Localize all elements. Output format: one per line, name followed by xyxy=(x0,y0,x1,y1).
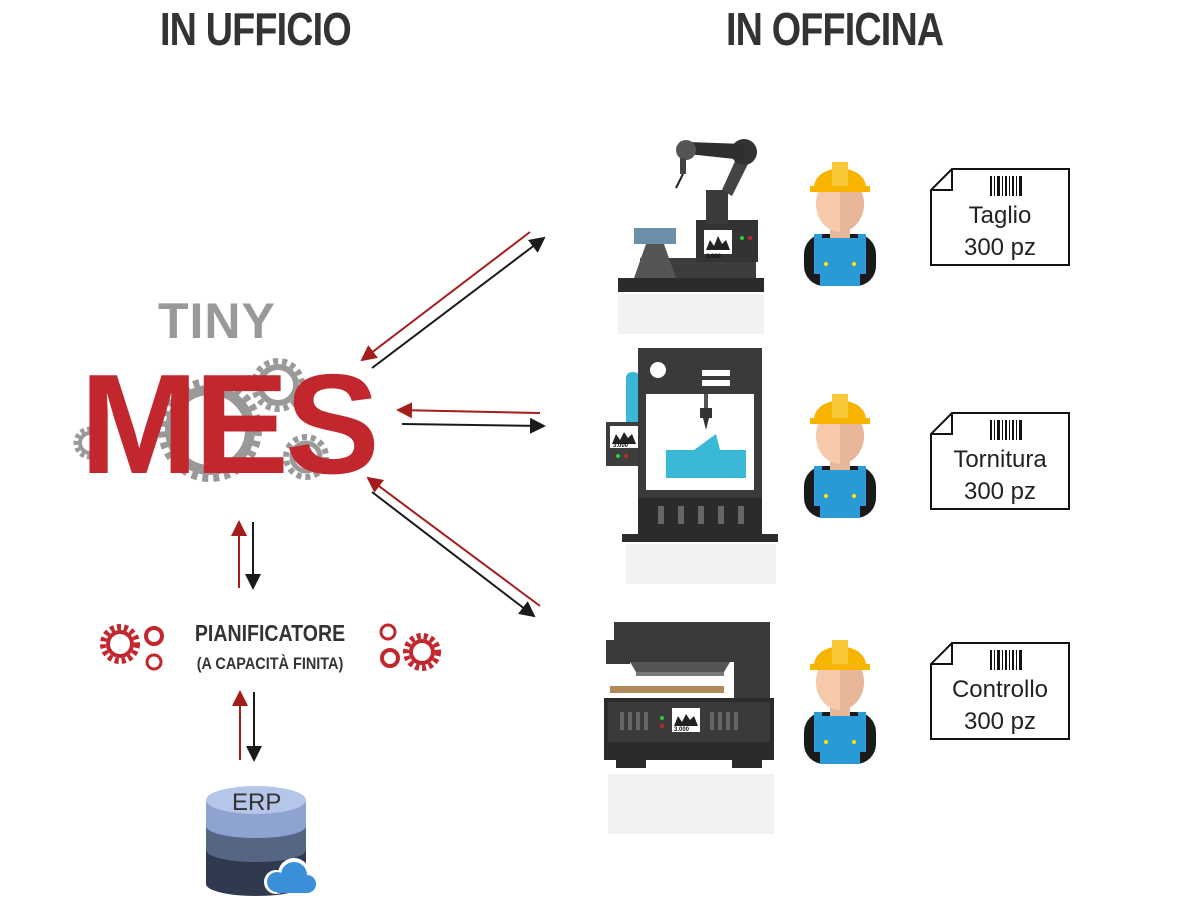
office-heading: IN UFFICIO xyxy=(160,3,352,55)
machine-screen-value: 3.000 xyxy=(674,727,690,733)
workshop-heading: IN OFFICINA xyxy=(726,3,944,55)
quantity-label: 300 pz xyxy=(963,478,1037,505)
operation-label: Taglio xyxy=(968,202,1032,229)
gear-icon xyxy=(73,426,107,460)
arrow-to-printer xyxy=(401,417,546,434)
barcode-icon xyxy=(990,420,1022,440)
cloud-icon xyxy=(264,858,319,895)
arrow-from-robot xyxy=(360,231,531,362)
station-row: 3.000 xyxy=(610,130,780,355)
worker-icon xyxy=(804,394,876,518)
press-machine-icon: 3.000 xyxy=(604,622,774,834)
planner-title: PIANIFICATORE xyxy=(194,620,346,646)
planner-gears-right xyxy=(379,623,441,671)
quantity-label: 300 pz xyxy=(963,234,1037,261)
gear-icon xyxy=(100,624,164,671)
worker-icon xyxy=(804,162,876,286)
arrow-from-press xyxy=(366,476,541,607)
erp-database-icon xyxy=(206,786,319,896)
gear-icon xyxy=(158,378,262,482)
operation-label: Tornitura xyxy=(953,446,1047,473)
machine-screen-value: 3.000 xyxy=(706,254,722,260)
arrow-to-press xyxy=(371,491,536,618)
arrow-to-robot xyxy=(371,236,546,369)
machine-screen-value: 3.000 xyxy=(613,443,629,449)
work-order-ticket: Tornitura 300 pz xyxy=(930,412,1070,510)
station-row: 3.000 xyxy=(600,618,780,853)
robotic-arm-icon: 3.000 xyxy=(618,139,764,334)
planner-subtitle: (A CAPACITÀ FINITA) xyxy=(196,654,344,673)
quantity-label: 300 pz xyxy=(963,708,1037,735)
arrow-from-printer xyxy=(396,402,541,419)
barcode-icon xyxy=(990,176,1022,196)
barcode-icon xyxy=(990,650,1022,670)
work-order-ticket: Controllo 300 pz xyxy=(930,642,1070,740)
worker-icon xyxy=(804,640,876,764)
work-order-ticket: Taglio 300 pz xyxy=(930,168,1070,266)
mes-logo: MES xyxy=(73,345,380,504)
operation-label: Controllo xyxy=(951,676,1049,703)
printer-3d-icon: 3.000 xyxy=(606,348,778,584)
gear-icon xyxy=(251,358,305,412)
logo-tiny-text: TINY xyxy=(158,293,276,349)
planner-gears-left xyxy=(100,624,164,671)
station-row: 3.000 xyxy=(604,346,784,601)
gear-icon xyxy=(379,623,441,671)
erp-label: ERP xyxy=(232,789,282,816)
logo-mes-text: MES xyxy=(80,345,376,504)
